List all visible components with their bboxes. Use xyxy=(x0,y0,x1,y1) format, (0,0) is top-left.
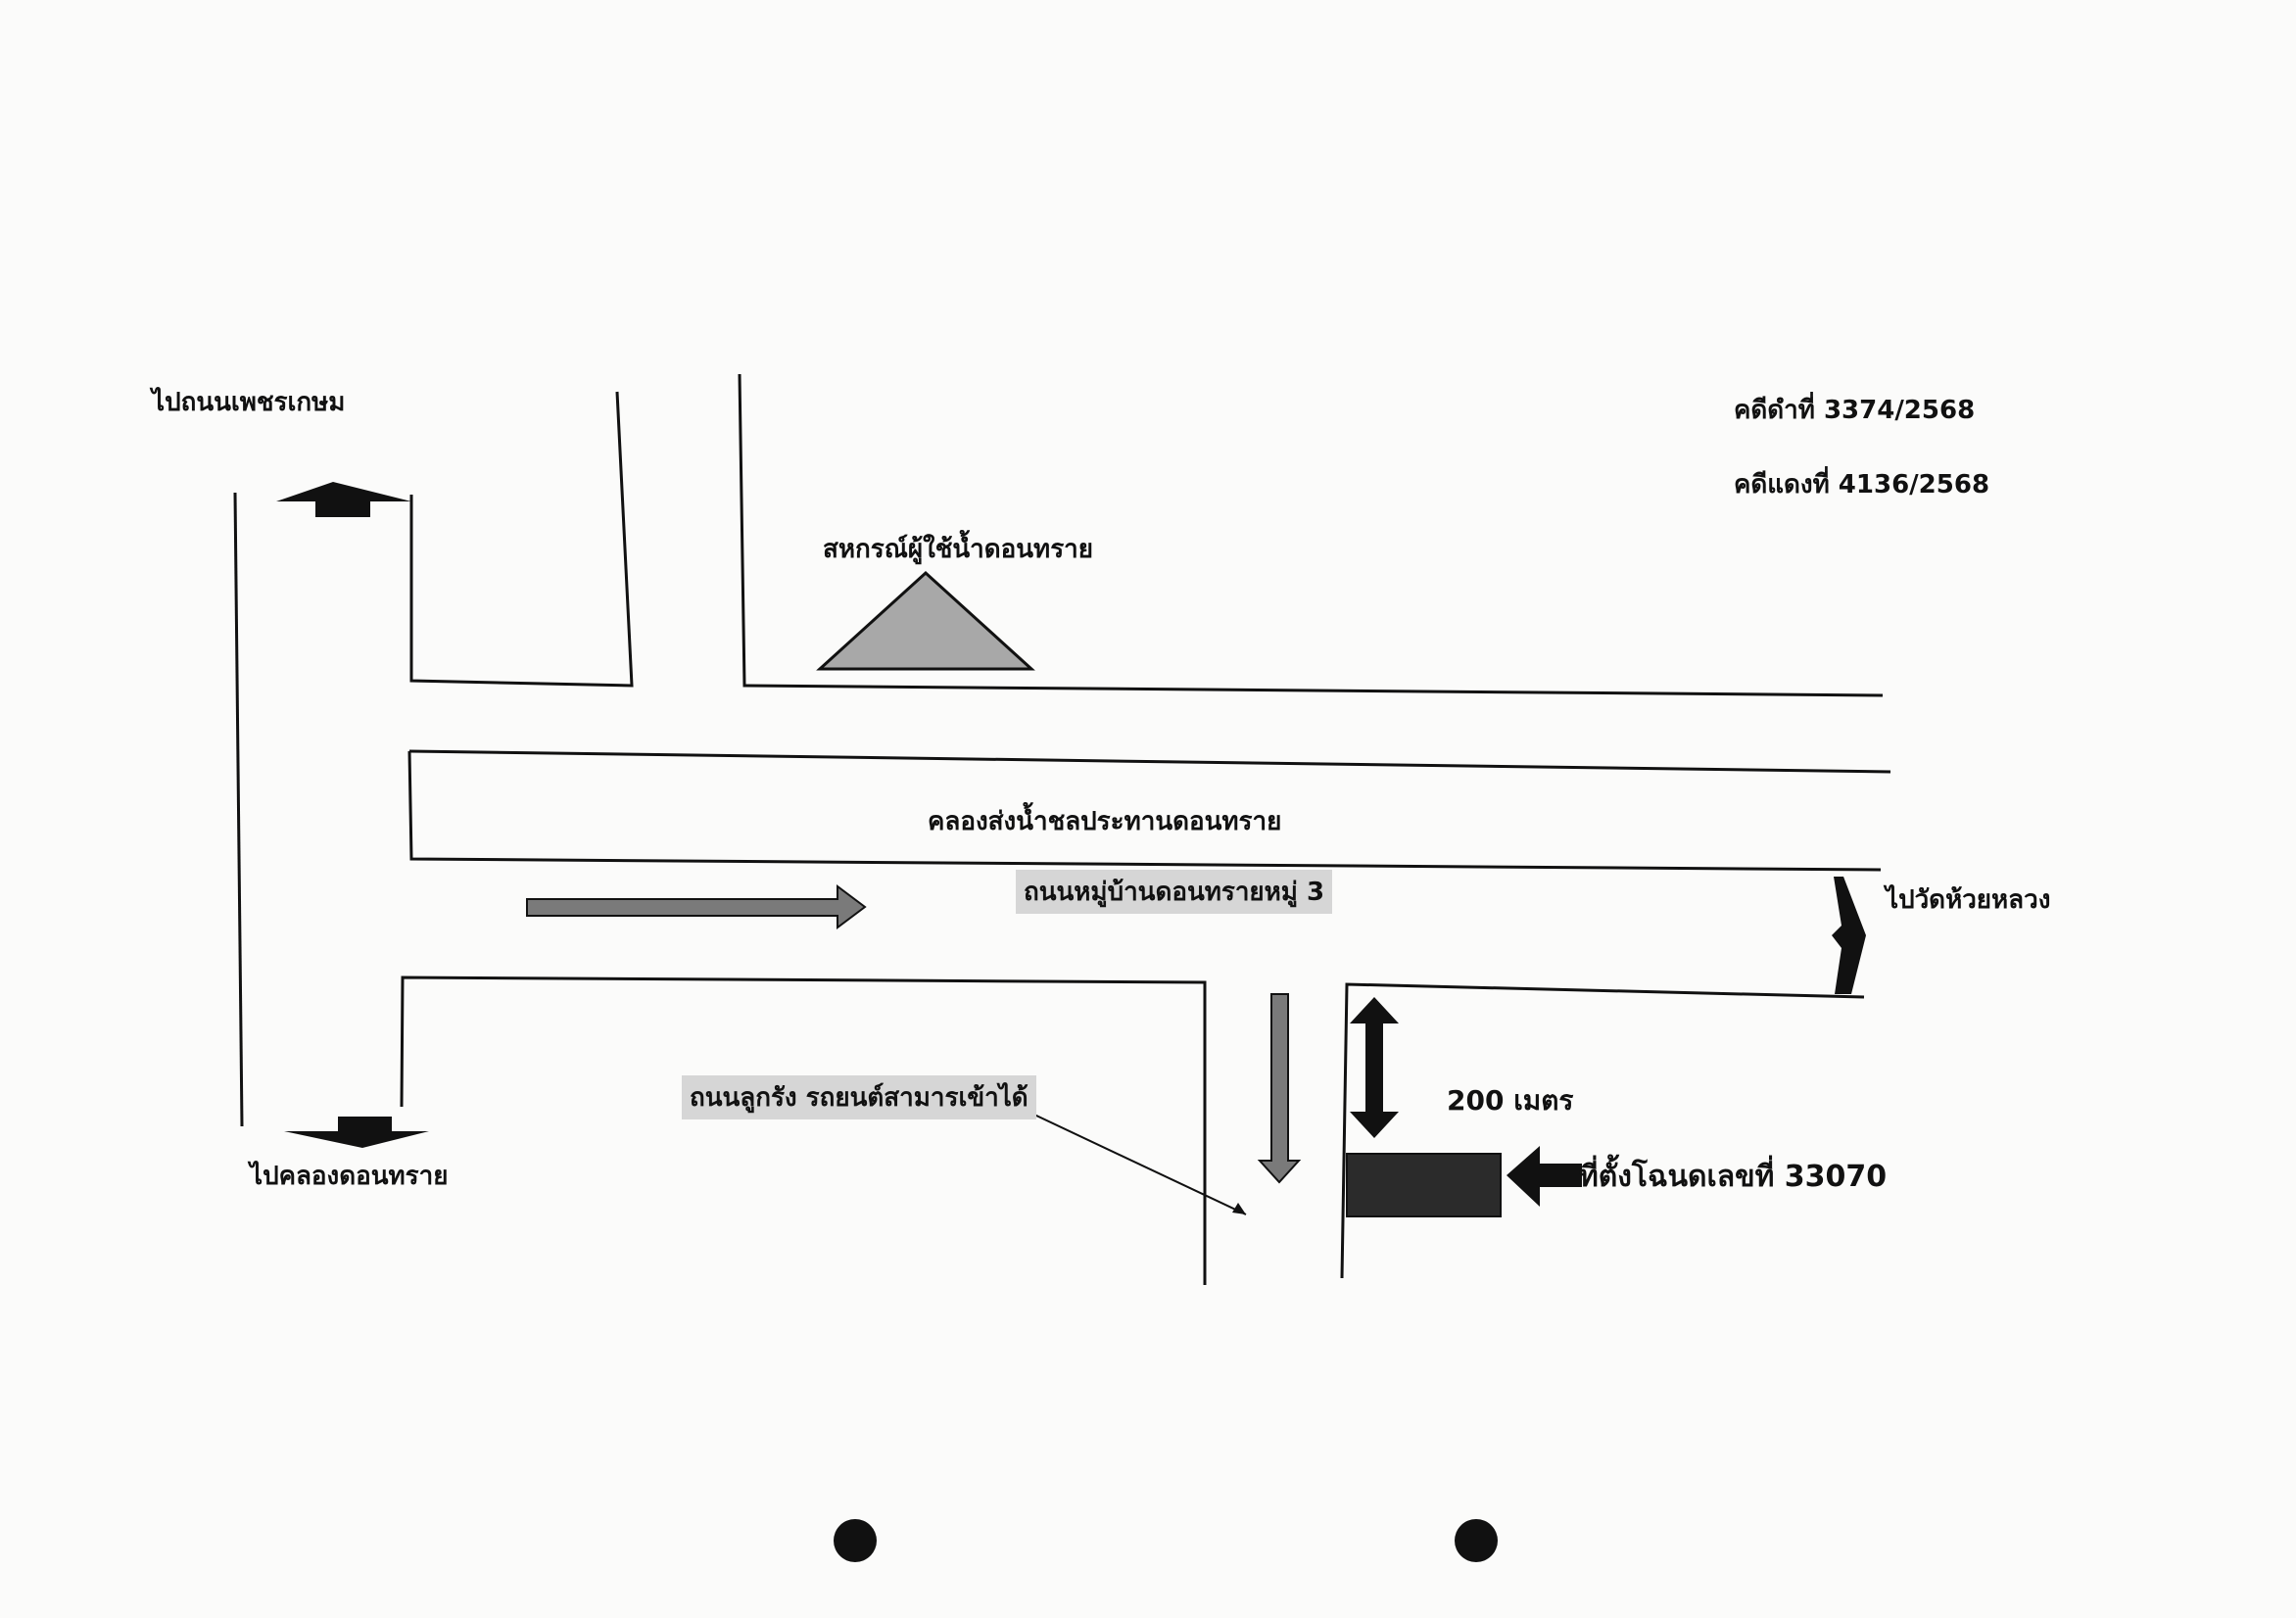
property-box xyxy=(1346,1153,1502,1217)
punch-hole-left xyxy=(834,1519,877,1562)
case-black-number: คดีดำที่ 3374/2568 xyxy=(1734,396,1976,425)
label-distance: 200 เมตร xyxy=(1447,1084,1574,1117)
canal-edge-top xyxy=(408,749,1891,774)
distance-double-arrow-icon xyxy=(1350,997,1399,1138)
label-to-phetkasem: ไปถนนเพชรเกษม xyxy=(152,388,346,417)
leader-line xyxy=(1000,1098,1247,1215)
label-to-khlong: ไปคลองดอนทราย xyxy=(250,1162,449,1191)
case-red-number: คดีแดงที่ 4136/2568 xyxy=(1734,470,1990,500)
punch-hole-right xyxy=(1455,1519,1498,1562)
road-edge-left-main xyxy=(233,492,244,1127)
leader-arrowhead xyxy=(1232,1203,1246,1214)
arrow-down-icon xyxy=(284,1117,429,1148)
arrow-down-gray-icon xyxy=(1257,993,1302,1184)
label-gravel-road: ถนนลูกรัง รถยนต์สามารเข้าได้ xyxy=(682,1075,1036,1119)
cooperative-triangle-icon xyxy=(816,570,1035,671)
label-property: ที่ตั้งโฉนดเลขที่ 33070 xyxy=(1579,1160,1888,1194)
label-village-road: ถนนหมู่บ้านดอนทรายหมู่ 3 xyxy=(1016,870,1333,914)
label-to-wat: ไปวัดห้วยหลวง xyxy=(1886,885,2051,915)
arrow-up-icon xyxy=(276,482,411,517)
road-edge-upper-right-block xyxy=(738,373,1884,697)
arrow-right-gray-icon xyxy=(526,884,867,929)
road-edge-upper-left-block xyxy=(409,391,634,688)
label-cooperative: สหกรณ์ผู้ใช้น้ำดอนทราย xyxy=(823,535,1093,564)
arrow-left-property-icon xyxy=(1507,1146,1582,1207)
label-canal: คลองส่งน้ำชลประทานดอนทราย xyxy=(928,807,1282,836)
road-edge-lower-right-block xyxy=(1340,982,1865,1279)
arrow-to-wat-icon xyxy=(1832,877,1866,994)
road-edge-lower-left-block xyxy=(400,976,1207,1285)
canal-edge-bottom xyxy=(407,750,1882,872)
